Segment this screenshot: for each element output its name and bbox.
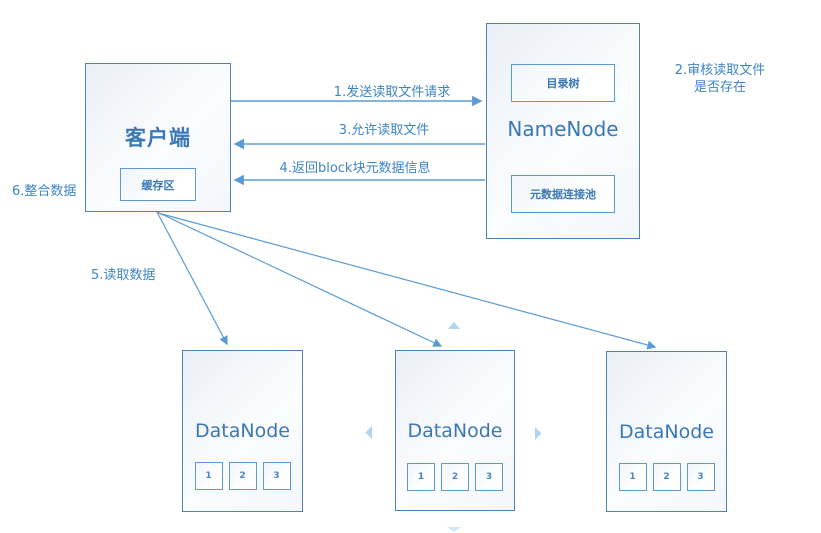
block-1: 1 — [618, 463, 647, 491]
arrow-step5-read-datanode-2 — [156, 211, 443, 347]
metadata-pool-label: 元数据连接池 — [530, 188, 596, 201]
step2-line2: 是否存在 — [693, 80, 746, 95]
block-3: 3 — [262, 462, 291, 490]
namenode-directory-tree-box: 目录树 — [511, 64, 615, 102]
client-node: 客户端 缓存区 — [85, 63, 231, 212]
client-buffer-label: 缓存区 — [141, 178, 175, 192]
datanode-2-blocks: 1 2 3 — [396, 463, 514, 491]
block-2: 2 — [441, 463, 469, 491]
namenode-metadata-pool-box: 元数据连接池 — [511, 175, 615, 213]
client-title: 客户端 — [125, 126, 191, 150]
block-3: 3 — [475, 463, 503, 491]
block-1: 1 — [194, 462, 223, 490]
datanode-1-blocks: 1 2 3 — [183, 462, 302, 490]
step2-label: 2.审核读取文件 是否存在 — [650, 62, 790, 96]
datanode-2-title: DataNode — [407, 420, 503, 442]
step1-label: 1.发送读取文件请求 — [333, 85, 451, 100]
block-2: 2 — [228, 462, 257, 490]
block-1: 1 — [407, 463, 435, 491]
block-3: 3 — [686, 463, 715, 491]
step5-label: 5.读取数据 — [91, 268, 156, 283]
step2-line1: 2.审核读取文件 — [674, 63, 766, 78]
client-buffer-box: 缓存区 — [120, 168, 196, 201]
datanode-3-title: DataNode — [619, 421, 714, 443]
datanode-3: DataNode 1 2 3 — [606, 351, 727, 512]
datanode-2: DataNode 1 2 3 — [395, 350, 515, 511]
datanode-1: DataNode 1 2 3 — [182, 350, 303, 512]
namenode-title: NameNode — [507, 117, 619, 141]
carousel-down-icon — [447, 527, 461, 532]
arrow-step5-read-datanode-1 — [156, 211, 228, 346]
datanode-3-blocks: 1 2 3 — [607, 463, 726, 491]
datanode-1-title: DataNode — [195, 420, 290, 442]
step3-label: 3.允许读取文件 — [338, 123, 430, 138]
carousel-left-icon — [365, 426, 372, 439]
directory-tree-label: 目录树 — [546, 77, 580, 90]
carousel-right-icon — [535, 427, 542, 440]
step4-label: 4.返回block块元数据信息 — [279, 161, 431, 176]
namenode-node: 目录树 NameNode 元数据连接池 — [486, 23, 640, 239]
carousel-up-icon — [448, 322, 460, 329]
step6-label: 6.整合数据 — [12, 184, 77, 199]
block-2: 2 — [652, 463, 681, 491]
